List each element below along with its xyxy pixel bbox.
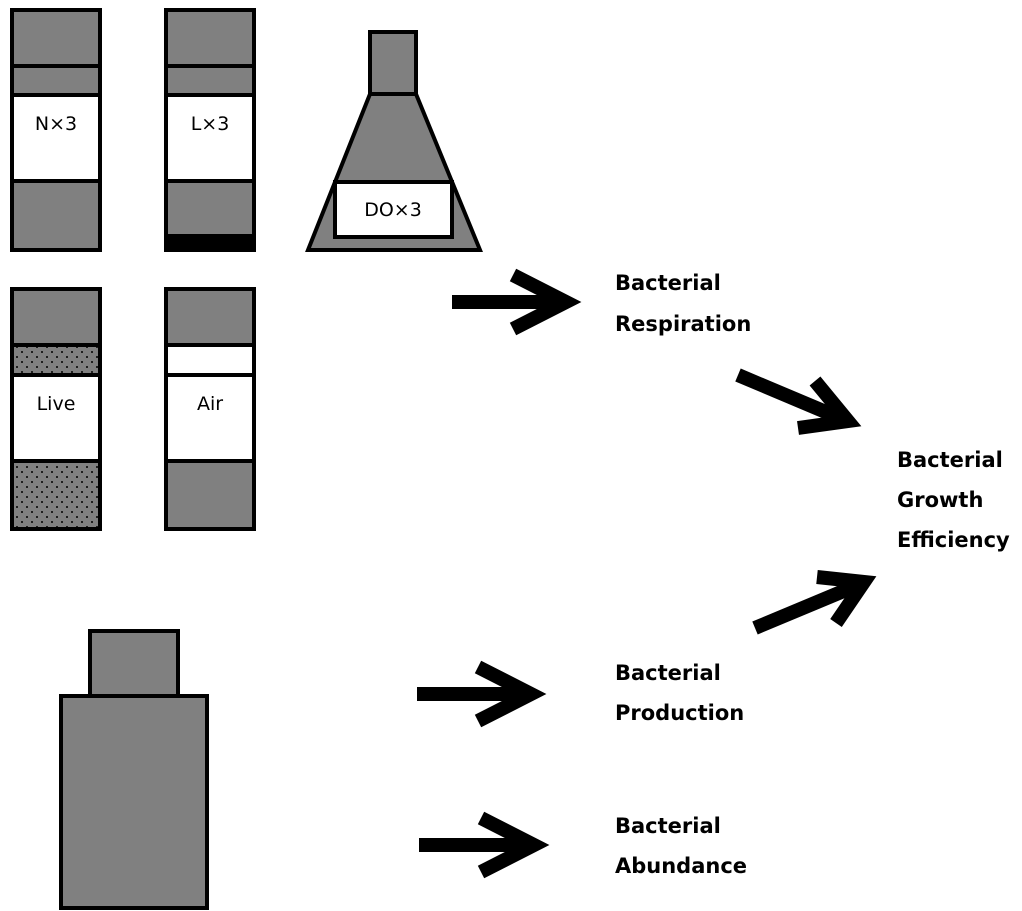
outcome-abundance-line2: Abundance bbox=[615, 854, 747, 878]
vial-air-label: Air bbox=[197, 393, 223, 415]
outcome-respiration: Bacterial Respiration bbox=[615, 271, 751, 336]
outcome-growth-efficiency: Bacterial Growth Efficiency bbox=[897, 448, 1010, 552]
large-bottle bbox=[59, 629, 209, 910]
outcome-growth-efficiency-line1: Bacterial bbox=[897, 448, 1003, 472]
outcome-respiration-line2: Respiration bbox=[615, 312, 751, 336]
outcome-abundance-line1: Bacterial bbox=[615, 814, 721, 838]
outcome-abundance: Bacterial Abundance bbox=[615, 814, 747, 878]
arrow-production-to-growth-efficiency bbox=[752, 570, 877, 635]
outcome-growth-efficiency-line3: Efficiency bbox=[897, 528, 1010, 552]
arrow-bottle-to-abundance bbox=[419, 811, 550, 879]
vial-live bbox=[10, 287, 102, 531]
arrow-respiration-to-growth-efficiency bbox=[735, 368, 862, 435]
outcome-production-line2: Production bbox=[615, 701, 744, 725]
vial-nitrogen bbox=[10, 8, 102, 252]
arrow-vials-to-respiration bbox=[452, 268, 582, 336]
outcome-production-line1: Bacterial bbox=[615, 661, 721, 685]
vial-air bbox=[164, 287, 256, 531]
vial-nitrogen-label: N×3 bbox=[35, 113, 77, 135]
outcome-respiration-line1: Bacterial bbox=[615, 271, 721, 295]
vial-live-label: Live bbox=[37, 393, 76, 415]
flask-label: DO×3 bbox=[364, 199, 422, 221]
flask-dissolved-oxygen bbox=[305, 30, 483, 252]
arrow-bottle-to-production bbox=[417, 660, 547, 728]
vial-light-label: L×3 bbox=[191, 113, 230, 135]
vial-light bbox=[164, 8, 256, 252]
outcome-production: Bacterial Production bbox=[615, 661, 744, 725]
outcome-growth-efficiency-line2: Growth bbox=[897, 488, 983, 512]
